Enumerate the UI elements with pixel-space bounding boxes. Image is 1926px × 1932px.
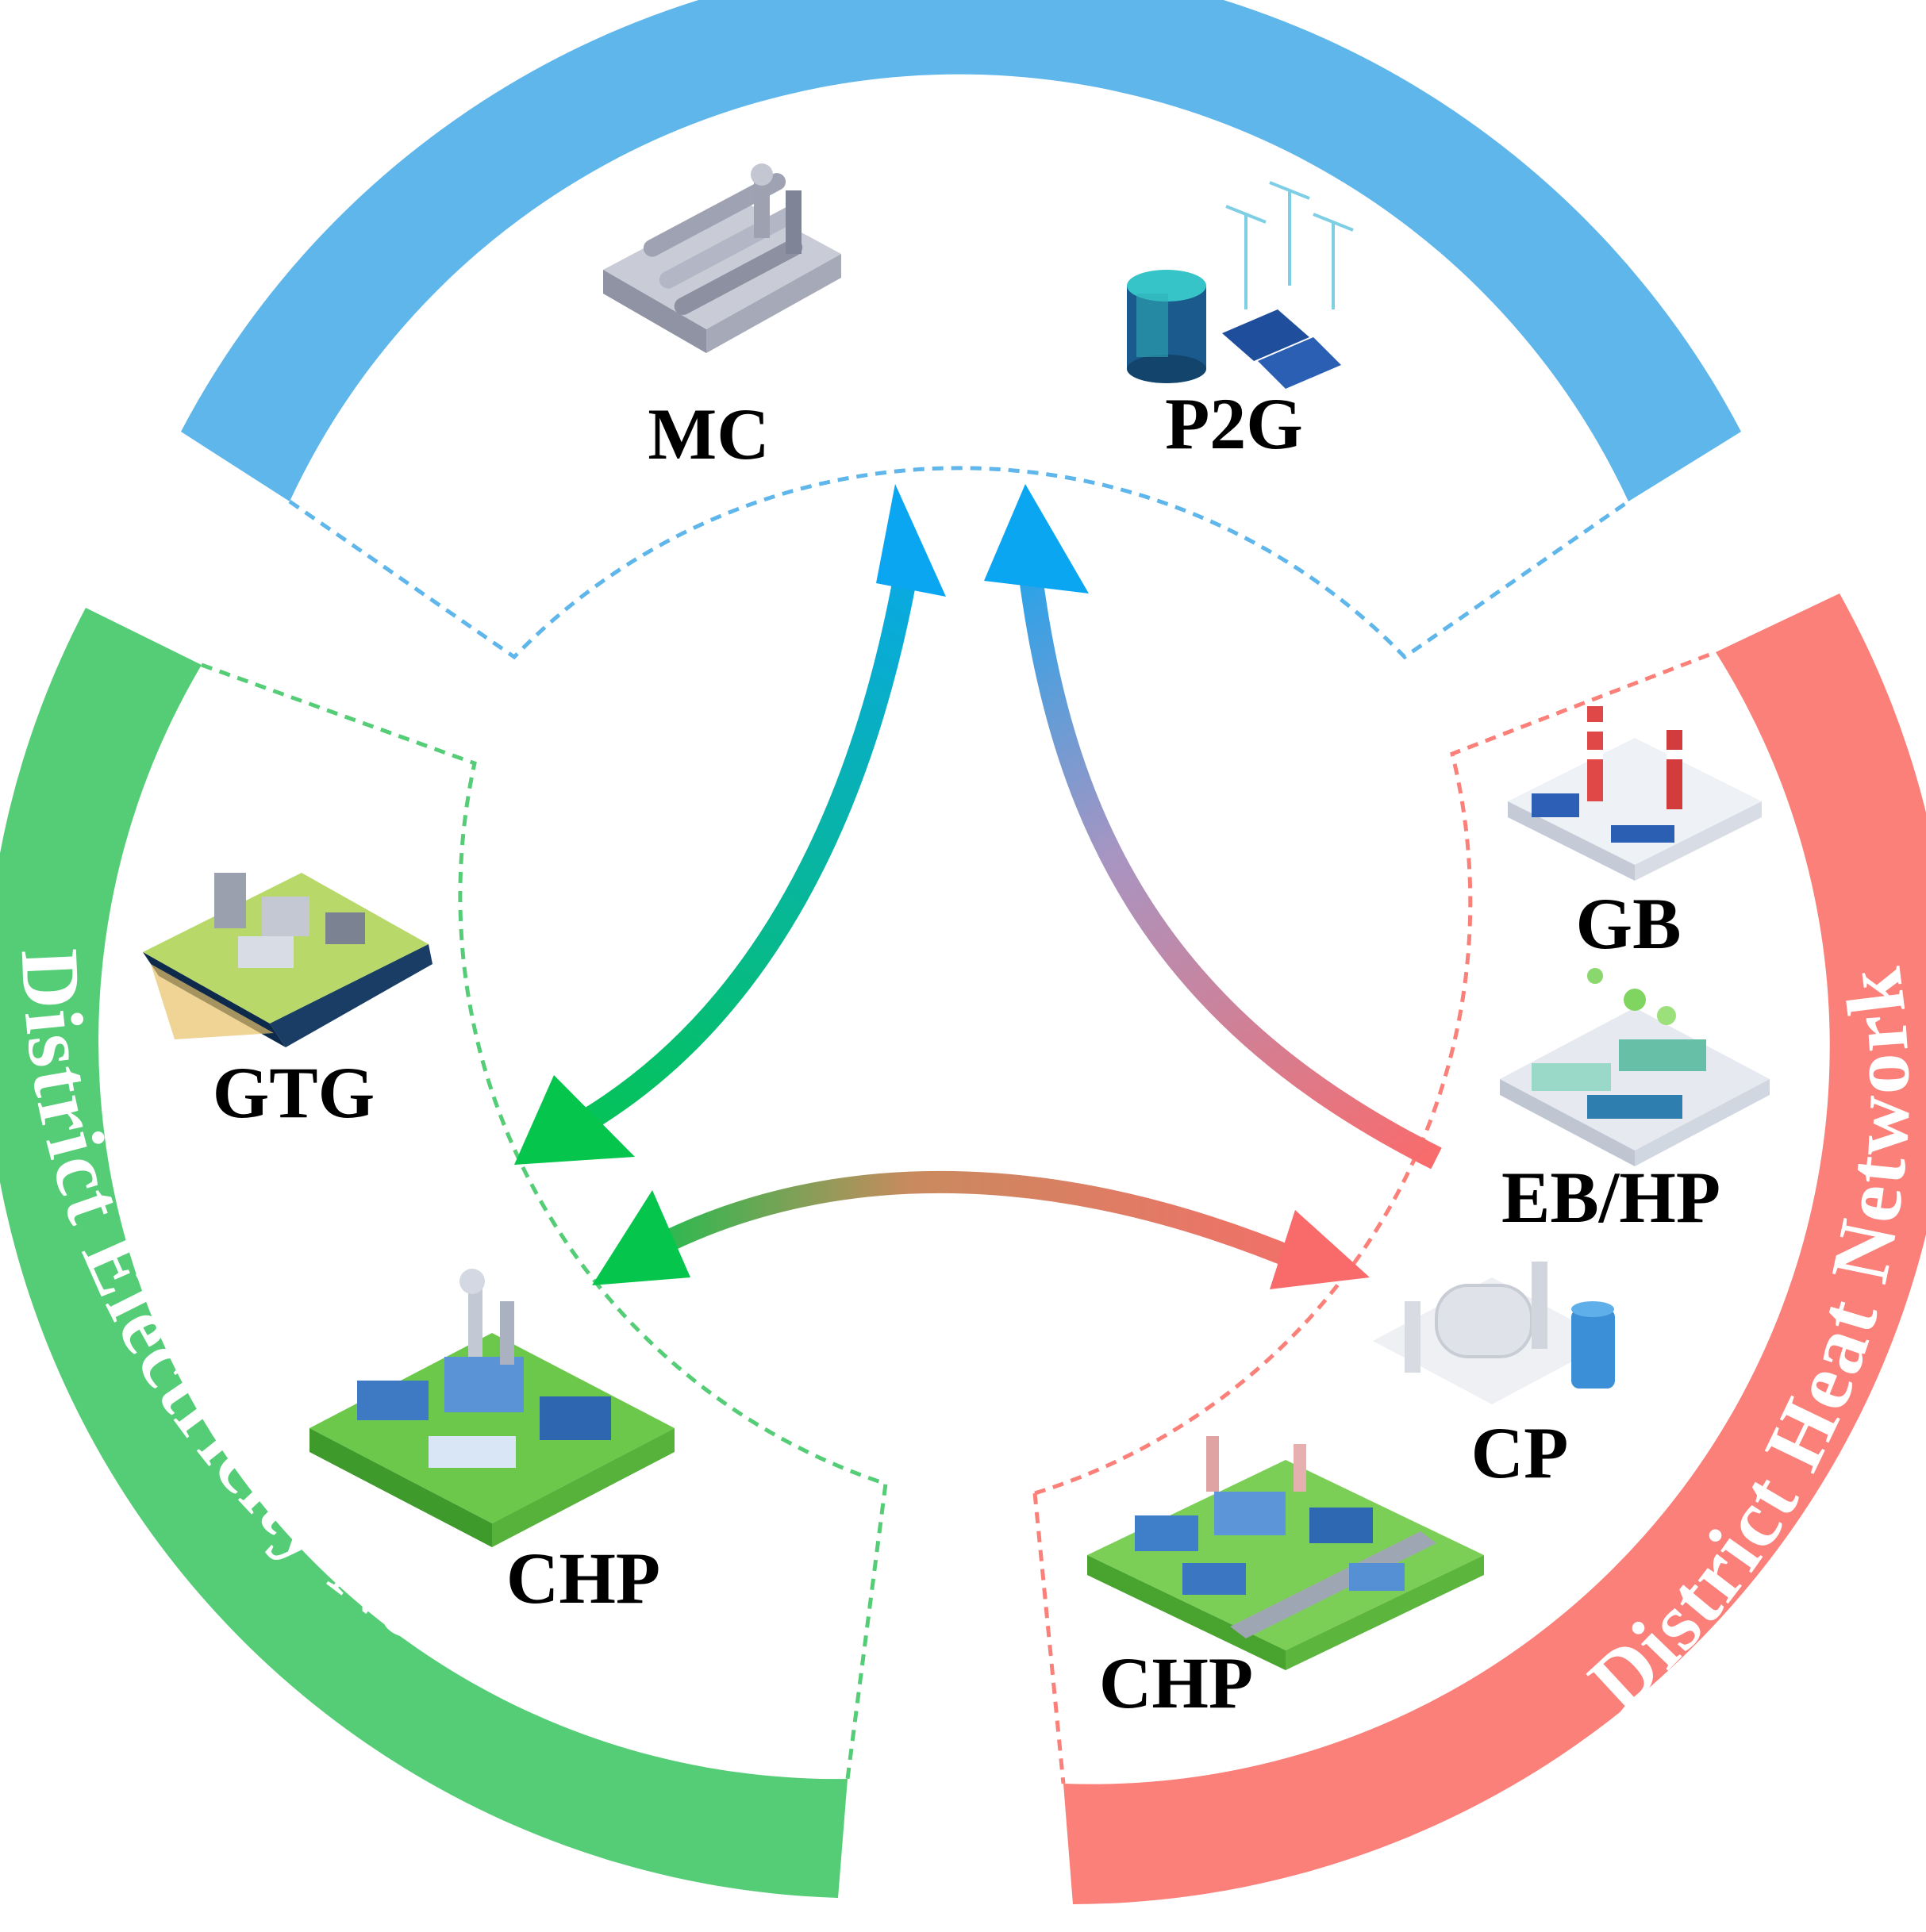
electricity-arrowhead-bottom (592, 1190, 690, 1285)
electric-boiler-heat-pump-icon (1500, 968, 1770, 1166)
chp-heat-label: CHP (1099, 1642, 1253, 1723)
component-labels: MC P2G GTG CHP GB EB/HP CP CHP (213, 383, 1720, 1723)
gas-heat-flow-line (1018, 570, 1442, 1170)
electricity-network-ring (0, 608, 848, 1898)
gb-label: GB (1576, 883, 1682, 964)
gas-network-ring (181, 0, 1741, 501)
circulation-pump-icon (1373, 1262, 1615, 1404)
energy-flow-arrows (514, 484, 1442, 1289)
chp-district-icon (1087, 1436, 1484, 1670)
gas-turbine-plant-icon (143, 873, 432, 1047)
gas-arrowhead-left (876, 484, 946, 597)
gas-boiler-icon (1508, 706, 1762, 881)
heat-network-ring (1063, 593, 1926, 1904)
gas-electricity-flow-line (581, 569, 918, 1131)
gas-arrowhead-right (984, 484, 1089, 593)
cp-label: CP (1471, 1412, 1569, 1493)
heat-zone-boundary (1032, 650, 1716, 1784)
p2g-label: P2G (1165, 383, 1303, 464)
chp-plant-icon (309, 1269, 675, 1547)
electricity-arrowhead-top (514, 1075, 635, 1165)
electricity-zone-boundary (201, 663, 888, 1780)
power-to-gas-icon (1127, 181, 1354, 389)
compressor-icon (603, 163, 841, 353)
mc-label: MC (648, 394, 769, 474)
chp-electric-label: CHP (506, 1538, 660, 1619)
heat-arrowhead (1270, 1210, 1370, 1289)
electricity-heat-flow-line (653, 1170, 1306, 1272)
gtg-label: GTG (213, 1052, 375, 1133)
ebhp-label: EB/HP (1501, 1157, 1720, 1238)
gas-zone-boundary (288, 466, 1630, 660)
